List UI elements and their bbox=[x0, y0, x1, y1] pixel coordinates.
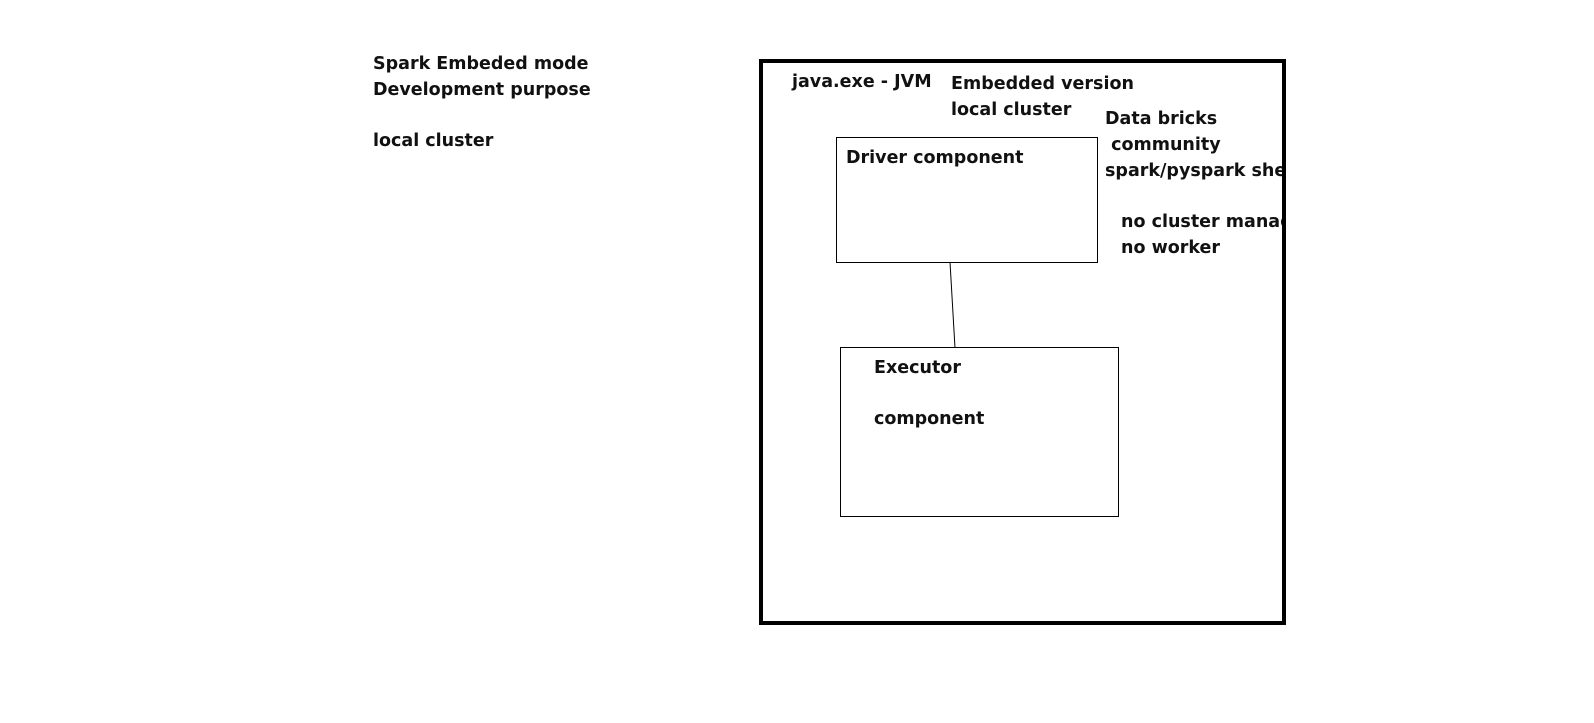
no-cluster-manager-label: no cluster manager bbox=[1121, 212, 1282, 232]
driver-component-box: Driver component bbox=[836, 137, 1098, 263]
mode-title: Spark Embeded mode bbox=[373, 54, 589, 74]
mode-cluster: local cluster bbox=[373, 130, 494, 151]
no-worker-label: no worker bbox=[1121, 238, 1221, 258]
spark-shell-label: spark/pyspark shell bbox=[1105, 161, 1286, 181]
databricks-community-label: community bbox=[1105, 135, 1221, 155]
executor-label: Executor bbox=[874, 358, 961, 378]
driver-label: Driver component bbox=[846, 148, 1024, 168]
jvm-label: java.exe - JVM bbox=[792, 72, 932, 92]
jvm-process-box: java.exe - JVM Embedded version local cl… bbox=[759, 59, 1286, 625]
executor-component-label: component bbox=[874, 409, 985, 429]
mode-purpose: Development purpose bbox=[373, 79, 591, 100]
executor-component-box: Executor component bbox=[840, 347, 1119, 517]
embedded-version-label: Embedded version bbox=[951, 74, 1134, 94]
embedded-local-cluster-label: local cluster bbox=[951, 100, 1072, 120]
databricks-label: Data bricks bbox=[1105, 109, 1218, 129]
mode-notes: Spark Embeded mode Development purpose l… bbox=[373, 52, 591, 154]
connector-line bbox=[949, 261, 956, 349]
